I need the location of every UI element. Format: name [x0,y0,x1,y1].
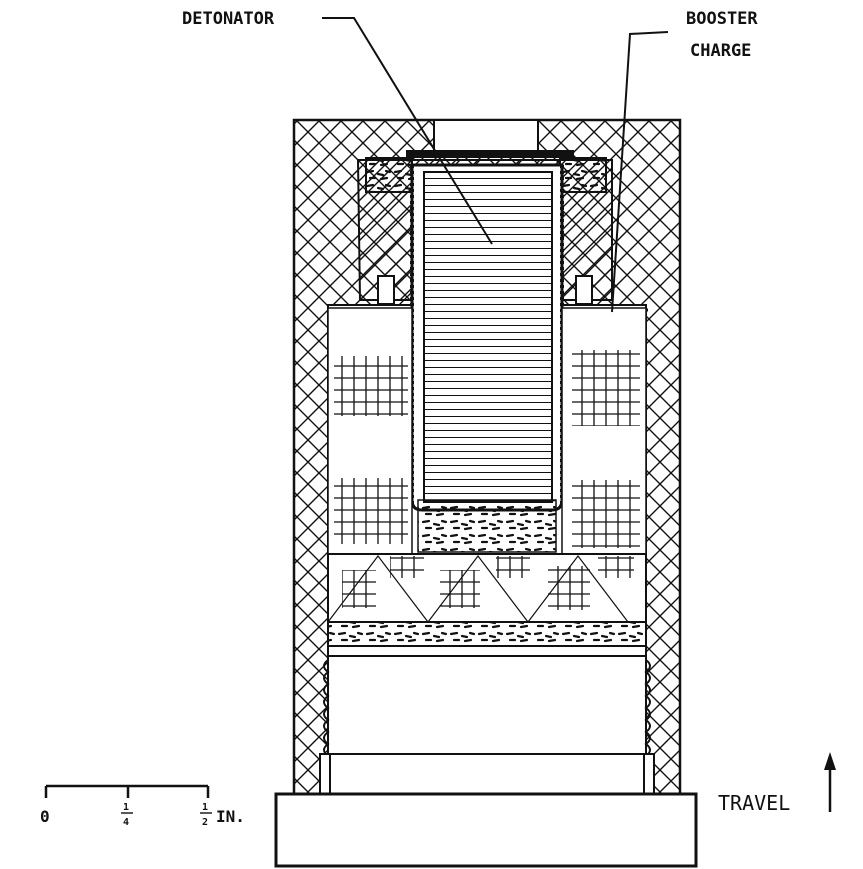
detonator-cup [410,163,564,553]
scale-bar: 0 1 4 1 2 IN. [40,784,245,828]
scale-tick-0: 0 [40,807,50,826]
scale-tick-quarter-num: 1 [123,802,129,813]
lower-charge-band [327,553,647,657]
scale-tick-quarter-den: 4 [123,817,129,828]
travel-label: TRAVEL [718,791,790,815]
scale-tick-half-num: 1 [202,802,208,813]
threaded-bore [319,655,655,797]
travel-arrow-icon [824,752,836,812]
detonator-leader [322,17,493,245]
detonator-label: DETONATOR [182,9,275,29]
scale-tick-half-den: 2 [202,817,208,828]
booster-label-line2: CHARGE [690,41,751,61]
booster-charge-left [327,307,413,555]
booster-charge-right [561,307,647,555]
booster-label-line1: BOOSTER [686,9,758,29]
scale-unit: IN. [216,807,245,826]
base-plate [274,792,698,868]
booster-leader [611,31,669,313]
